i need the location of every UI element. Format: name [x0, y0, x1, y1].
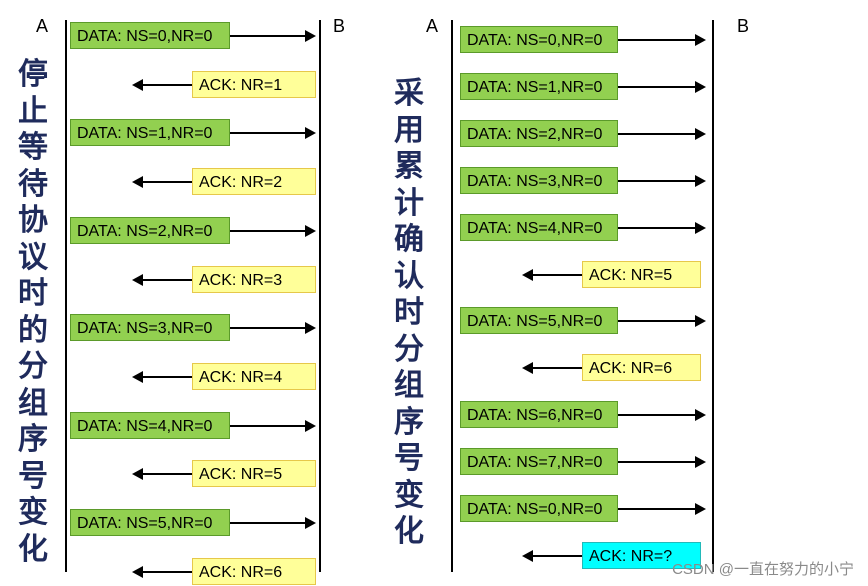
- ack-frame-box: ACK: NR=5: [192, 460, 316, 487]
- title-char: 确: [394, 222, 424, 257]
- data-frame-box: DATA: NS=1,NR=0: [70, 119, 230, 146]
- title-char: 号: [394, 441, 424, 476]
- send-arrow: [230, 225, 316, 237]
- sender-a-timeline: [65, 20, 67, 572]
- ack-arrow: [522, 362, 582, 374]
- ack-frame-box: ACK: NR=5: [582, 261, 701, 288]
- data-frame-box: DATA: NS=3,NR=0: [460, 167, 618, 194]
- data-frame-box: DATA: NS=2,NR=0: [460, 120, 618, 147]
- title-char: 变: [394, 477, 424, 513]
- title-char: 等: [18, 130, 48, 165]
- watermark: CSDN @一直在努力的小宁: [672, 561, 854, 578]
- title-char: 累: [394, 149, 424, 184]
- receiver-b-timeline: [712, 20, 714, 572]
- data-frame-box: DATA: NS=4,NR=0: [70, 412, 230, 439]
- ack-frame-box-highlighted: ACK: NR=?: [582, 542, 701, 569]
- title-char: 停: [18, 57, 48, 92]
- sender-a-timeline: [451, 20, 453, 572]
- cumulative-ack-title: 采用累计确认时分组序号变化: [391, 76, 427, 551]
- ack-arrow: [522, 269, 582, 281]
- title-char: 变: [18, 495, 48, 530]
- ack-arrow: [132, 468, 192, 480]
- ack-arrow: [132, 566, 192, 578]
- send-arrow: [618, 81, 706, 93]
- title-char: 议: [18, 239, 48, 275]
- ack-frame-box: ACK: NR=6: [582, 354, 701, 381]
- send-arrow: [230, 30, 316, 42]
- data-frame-box: DATA: NS=2,NR=0: [70, 217, 230, 244]
- endpoint-b-label: B: [333, 16, 346, 36]
- title-char: 号: [18, 458, 48, 494]
- data-frame-box: DATA: NS=3,NR=0: [70, 314, 230, 341]
- endpoint-a-label: A: [36, 16, 49, 36]
- endpoint-a-label: A: [426, 16, 439, 36]
- title-char: 计: [394, 185, 424, 221]
- title-char: 协: [18, 203, 48, 238]
- ack-arrow: [132, 176, 192, 188]
- title-char: 分: [18, 349, 48, 384]
- title-char: 化: [394, 514, 424, 549]
- title-char: 待: [18, 166, 48, 202]
- ack-arrow: [132, 79, 192, 91]
- send-arrow: [618, 34, 706, 46]
- send-arrow: [618, 175, 706, 187]
- title-char: 分: [394, 331, 424, 367]
- title-char: 序: [18, 422, 48, 457]
- title-char: 用: [394, 112, 424, 148]
- title-char: 化: [18, 531, 48, 567]
- data-frame-box: DATA: NS=4,NR=0: [460, 214, 618, 241]
- stop-and-wait-title: 停止等待协议时的分组序号变化: [15, 57, 51, 568]
- data-frame-box: DATA: NS=0,NR=0: [460, 495, 618, 522]
- send-arrow: [618, 503, 706, 515]
- send-arrow: [618, 456, 706, 468]
- send-arrow: [618, 222, 706, 234]
- title-char: 组: [18, 385, 48, 421]
- receiver-b-timeline: [319, 20, 321, 572]
- ack-arrow: [522, 550, 582, 562]
- title-char: 序: [394, 404, 424, 440]
- title-char: 采: [394, 76, 424, 111]
- ack-arrow: [132, 371, 192, 383]
- send-arrow: [618, 315, 706, 327]
- data-frame-box: DATA: NS=0,NR=0: [70, 22, 230, 49]
- title-char: 时: [394, 295, 424, 330]
- title-char: 时: [18, 276, 48, 311]
- data-frame-box: DATA: NS=5,NR=0: [460, 307, 618, 334]
- endpoint-b-label: B: [737, 16, 750, 36]
- data-frame-box: DATA: NS=6,NR=0: [460, 401, 618, 428]
- ack-frame-box: ACK: NR=2: [192, 168, 316, 195]
- ack-frame-box: ACK: NR=6: [192, 558, 316, 585]
- data-frame-box: DATA: NS=5,NR=0: [70, 509, 230, 536]
- send-arrow: [230, 517, 316, 529]
- data-frame-box: DATA: NS=1,NR=0: [460, 73, 618, 100]
- ack-frame-box: ACK: NR=1: [192, 71, 316, 98]
- title-char: 认: [394, 258, 424, 294]
- ack-arrow: [132, 274, 192, 286]
- title-char: 组: [394, 368, 424, 403]
- send-arrow: [230, 127, 316, 139]
- title-char: 的: [18, 312, 48, 348]
- send-arrow: [618, 128, 706, 140]
- ack-frame-box: ACK: NR=4: [192, 363, 316, 390]
- title-char: 止: [18, 93, 48, 129]
- send-arrow: [618, 409, 706, 421]
- send-arrow: [230, 420, 316, 432]
- ack-frame-box: ACK: NR=3: [192, 266, 316, 293]
- data-frame-box: DATA: NS=0,NR=0: [460, 26, 618, 53]
- send-arrow: [230, 322, 316, 334]
- data-frame-box: DATA: NS=7,NR=0: [460, 448, 618, 475]
